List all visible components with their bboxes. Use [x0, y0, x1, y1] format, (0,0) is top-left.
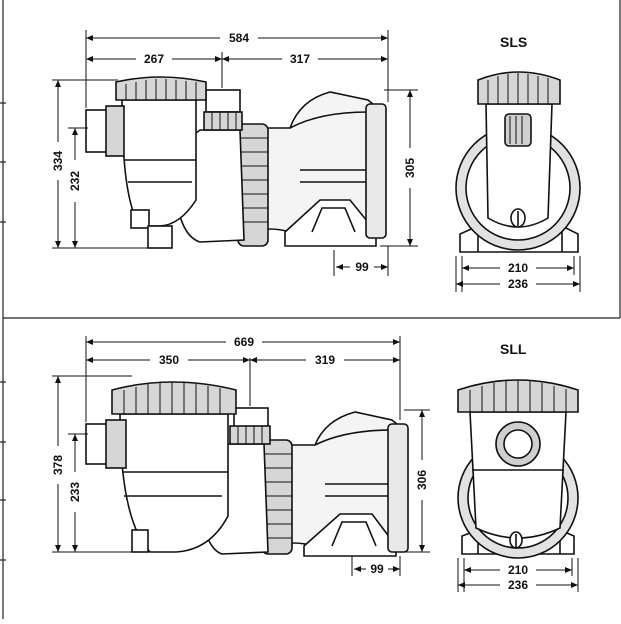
- dim-inlet-height: 233: [68, 482, 82, 502]
- dim-overall-width: 236: [508, 578, 528, 592]
- dim-rear-length: 317: [290, 52, 310, 66]
- side-dimensions: [52, 336, 430, 576]
- dim-overall-length: 669: [234, 335, 254, 349]
- pump-side-view: [85, 76, 387, 249]
- dim-base-offset: 99: [355, 260, 369, 274]
- dim-inlet-height: 232: [68, 171, 82, 191]
- dim-front-length: 267: [144, 52, 164, 66]
- pump-side-view: [85, 381, 409, 557]
- dim-overall-height: 334: [51, 151, 65, 171]
- dim-rear-length: 319: [315, 353, 335, 367]
- dim-outlet-height: 305: [403, 158, 417, 178]
- dim-base-width: 210: [508, 261, 528, 275]
- side-dimension-labels: 669 350 319 378 233 306 99: [51, 335, 429, 576]
- panel-sll: SLL: [51, 335, 579, 592]
- side-dimension-labels: 584 267 317 334 232 305 99: [51, 31, 417, 274]
- front-dimensions: [455, 256, 581, 292]
- dim-overall-width: 236: [508, 277, 528, 291]
- model-title: SLL: [500, 341, 527, 357]
- pump-front-view: [455, 71, 581, 253]
- dim-base-width: 210: [508, 563, 528, 577]
- panel-sls: SLS: [51, 30, 581, 292]
- side-dimensions: [52, 30, 418, 276]
- pump-front-view: [457, 379, 579, 559]
- dim-front-length: 350: [159, 353, 179, 367]
- dim-overall-height: 378: [51, 455, 65, 475]
- dim-outlet-height: 306: [415, 470, 429, 490]
- dim-base-offset: 99: [370, 562, 384, 576]
- model-title: SLS: [500, 34, 527, 50]
- front-dimension-labels: 210 236: [508, 563, 528, 592]
- front-dimension-labels: 210 236: [508, 261, 528, 291]
- front-dimensions: [457, 558, 579, 592]
- dim-overall-length: 584: [229, 31, 249, 45]
